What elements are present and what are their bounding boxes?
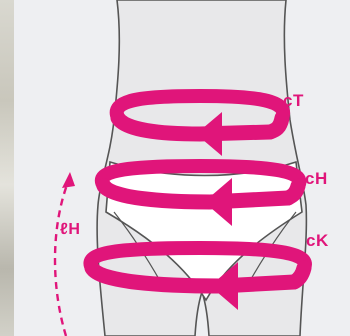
height-arrow [55,172,75,336]
waist-label: cT [283,92,304,109]
knee-label: cK [306,232,329,249]
hip-label: cH [305,170,328,187]
height-label: ℓH [60,222,80,238]
